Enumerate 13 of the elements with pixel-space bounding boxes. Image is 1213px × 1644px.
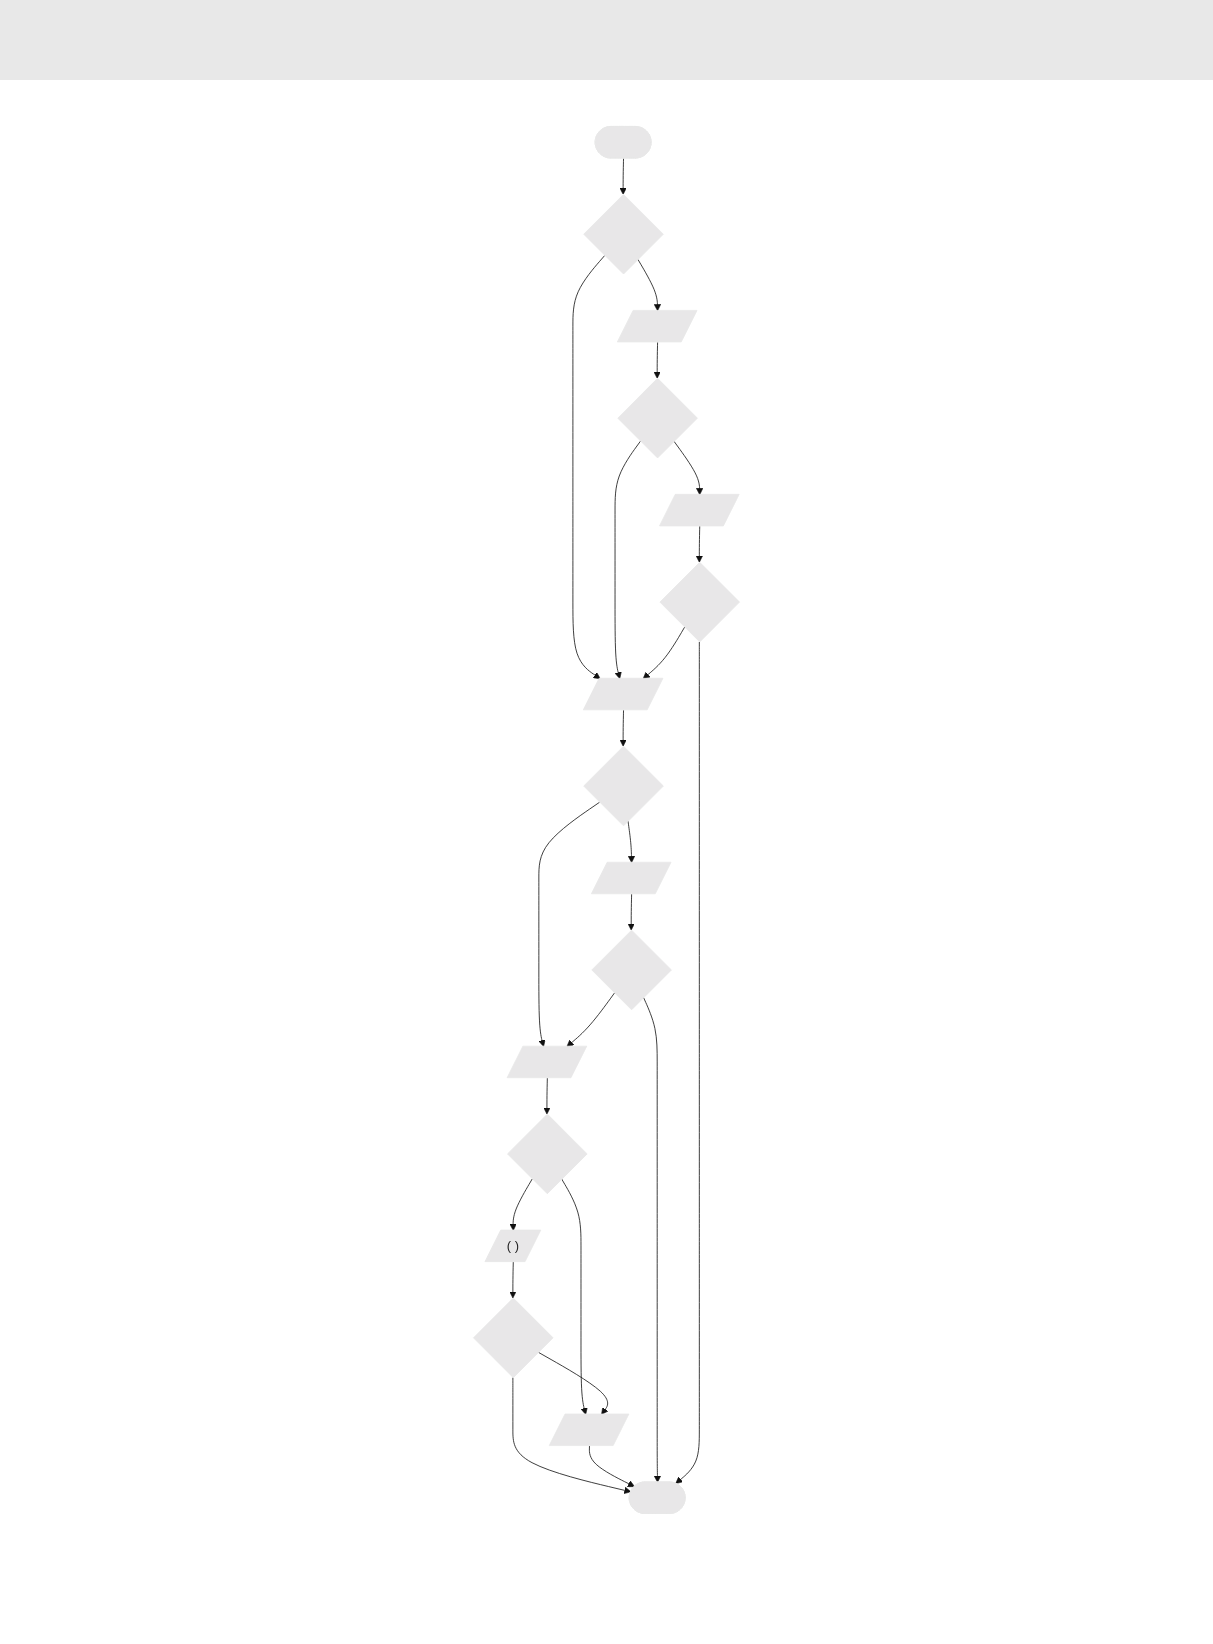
node-parallelogram xyxy=(548,1413,630,1446)
node-diamond xyxy=(507,1113,588,1195)
node-diamond xyxy=(583,745,664,827)
node-parallelogram xyxy=(506,1045,588,1079)
node-parallelogram xyxy=(591,861,672,895)
node-parallelogram xyxy=(582,677,664,711)
node-parallelogram xyxy=(616,310,698,343)
node-diamond xyxy=(473,1297,554,1379)
node-parallelogram xyxy=(659,493,740,527)
node-diamond xyxy=(591,929,672,1011)
node-diamond xyxy=(617,377,698,459)
node-diamond xyxy=(659,561,740,643)
node-diamond xyxy=(583,194,664,275)
